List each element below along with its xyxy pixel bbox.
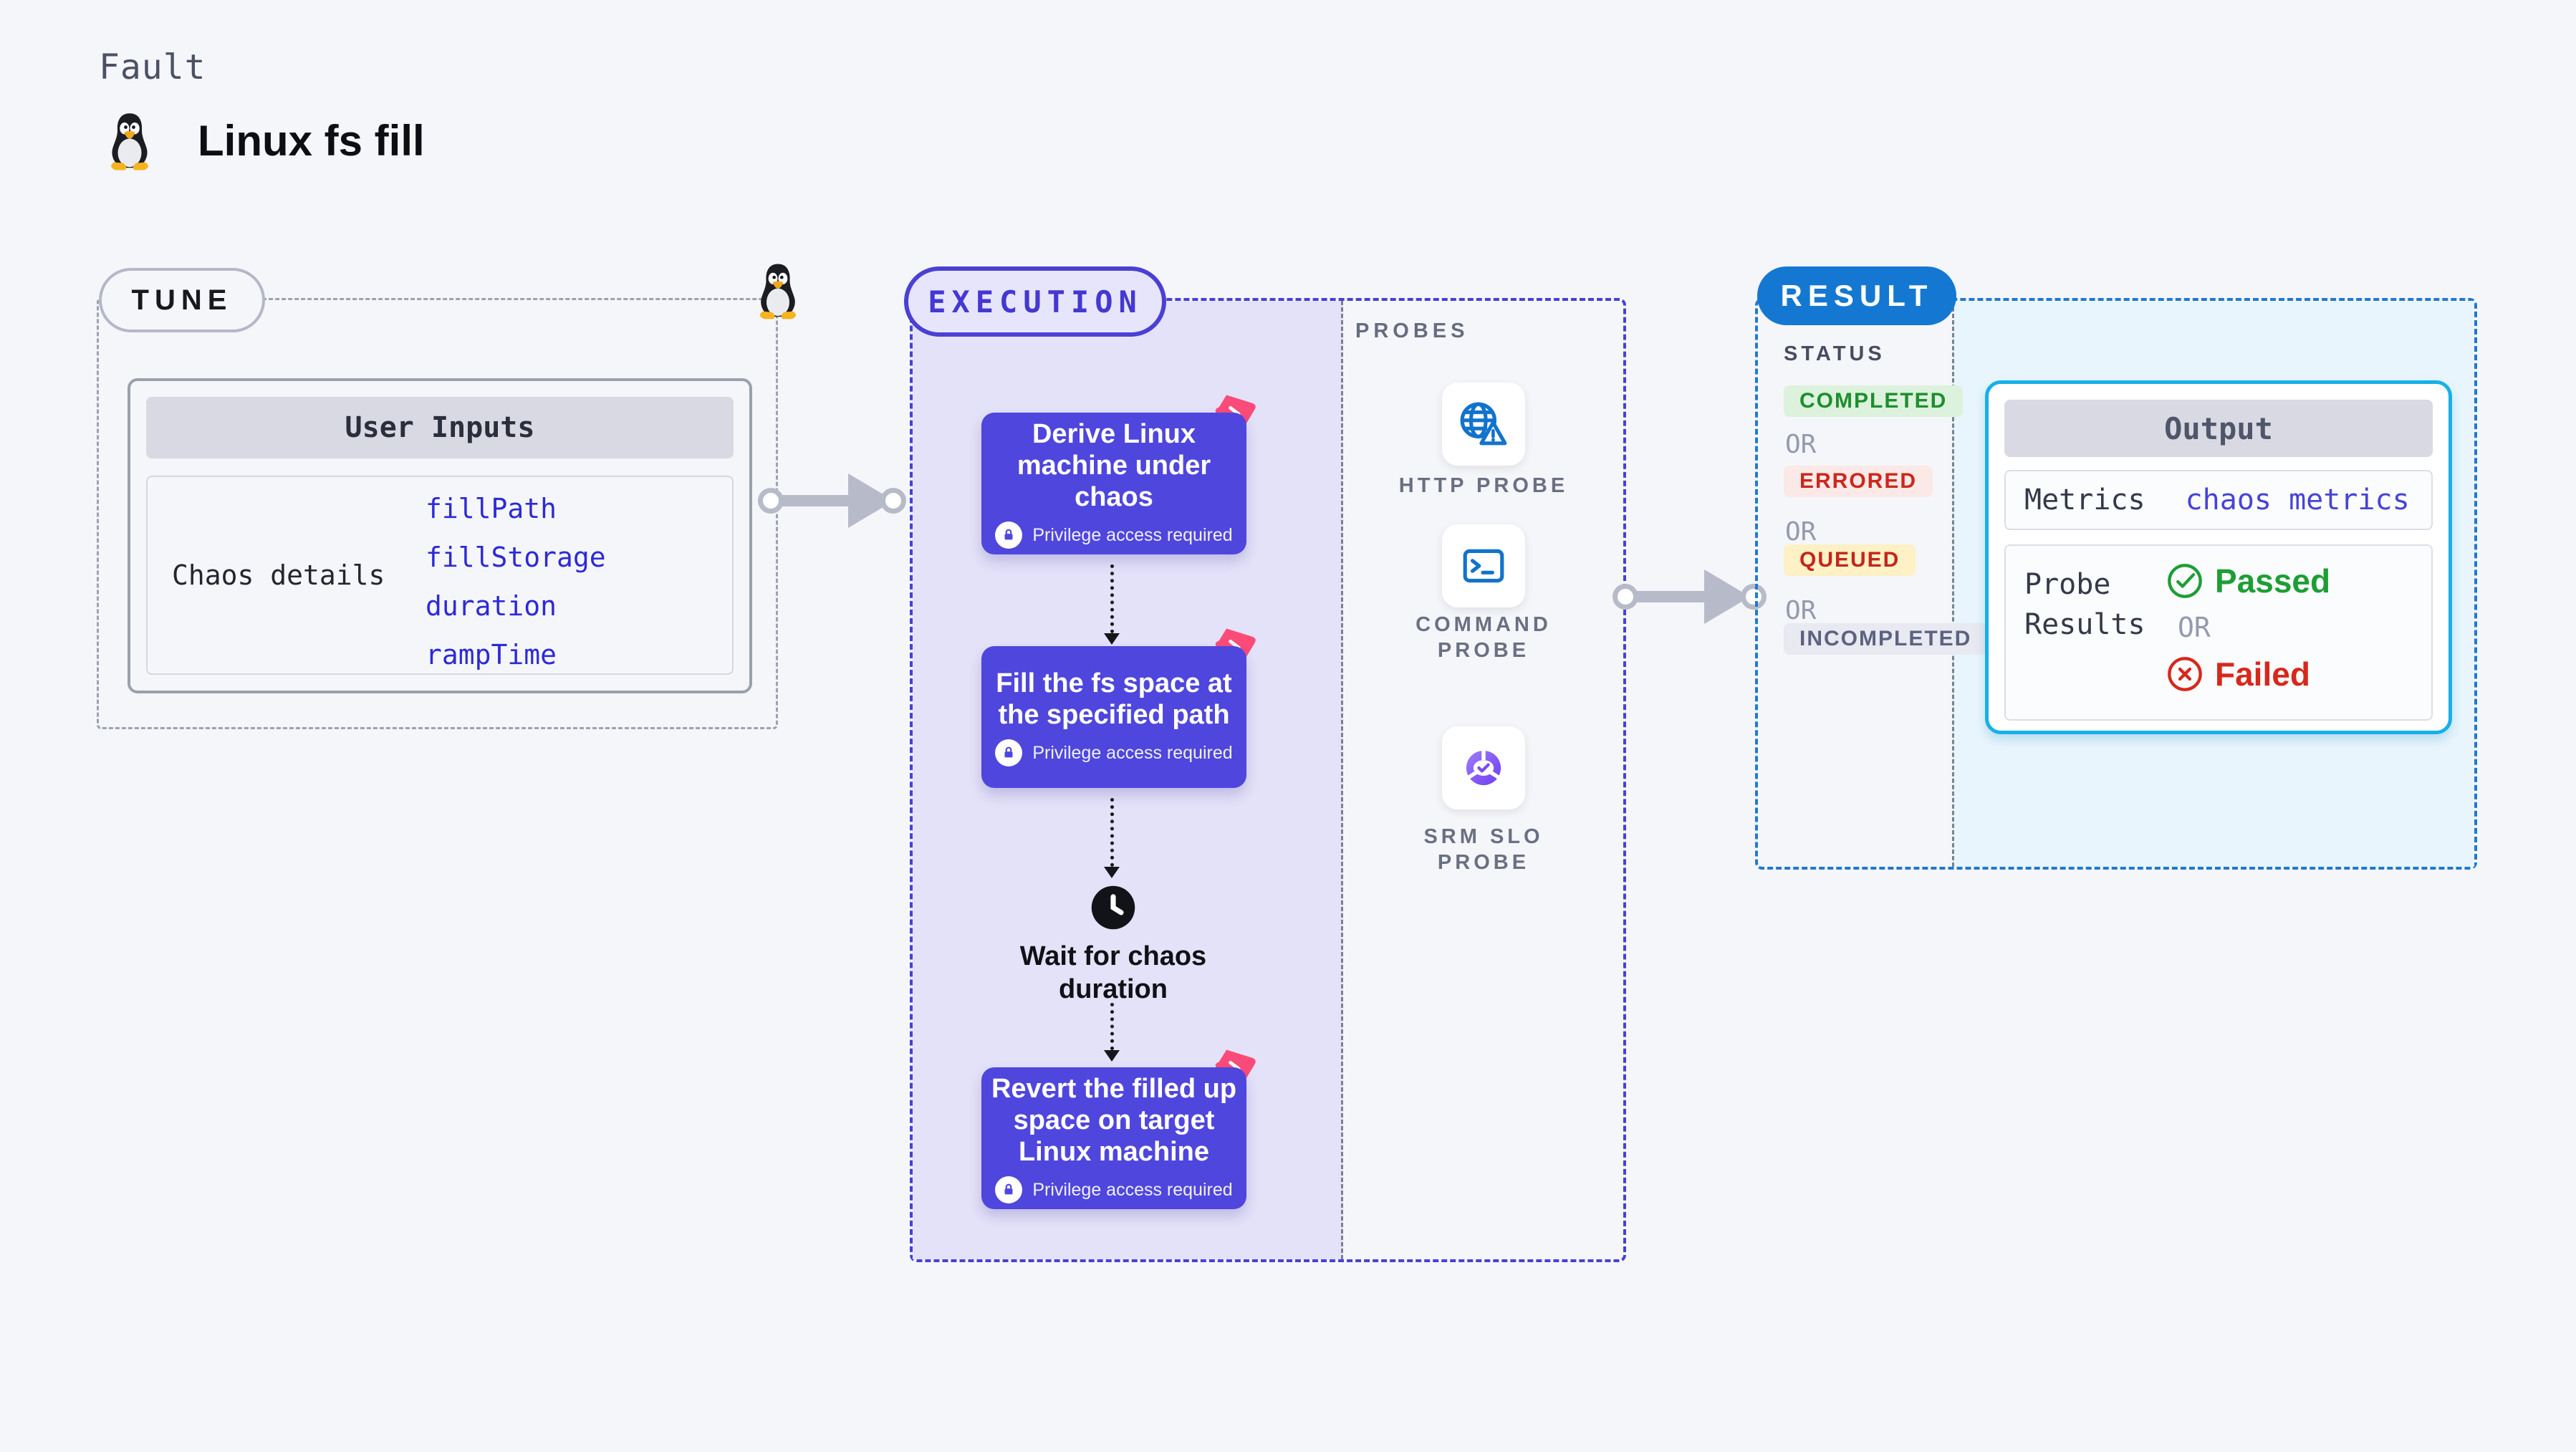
execution-badge: EXECUTION: [904, 266, 1166, 337]
command-probe-card: [1442, 524, 1525, 607]
privilege-row: Privilege access required: [995, 739, 1233, 766]
status-badge-queued: QUEUED: [1784, 544, 1916, 576]
tune-section-box: [97, 298, 778, 729]
status-badge-completed: COMPLETED: [1784, 385, 1964, 417]
or-separator: OR: [2178, 612, 2211, 643]
check-circle-icon: [2168, 564, 2202, 598]
http-probe-label: HTTP PROBE: [1398, 474, 1569, 497]
step-title: Derive Linux machine under chaos: [1017, 419, 1211, 512]
privilege-label: Privilege access required: [1032, 524, 1233, 545]
http-probe-card: [1442, 383, 1525, 466]
execution-step-card: Derive Linux machine under chaos Privile…: [981, 413, 1246, 554]
or-separator: OR: [1785, 517, 1817, 547]
status-badge-incompleted: INCOMPLETED: [1784, 623, 1988, 655]
x-circle-icon: [2168, 657, 2202, 691]
lock-icon: [995, 1176, 1023, 1203]
srm-slo-probe-card: [1442, 726, 1525, 809]
param-fillpath: fillPath: [426, 493, 557, 524]
terminal-icon: [1463, 549, 1504, 583]
tux-penguin-icon-small: [759, 264, 797, 319]
chaos-details-label: Chaos details: [172, 559, 385, 591]
failed-label: Failed: [2215, 655, 2310, 693]
globe-alert-icon: [1460, 402, 1507, 446]
privilege-row: Privilege access required: [995, 521, 1233, 549]
step-title: Fill the fs space at the specified path: [996, 668, 1232, 730]
slo-donut-icon: [1466, 749, 1501, 786]
param-duration: duration: [426, 590, 557, 622]
metrics-row: Metrics chaos metrics: [2004, 470, 2433, 530]
srm-slo-probe-label: SRM SLO PROBE: [1423, 825, 1544, 874]
page-title: Linux fs fill: [198, 117, 425, 165]
failed-verdict: Failed: [2166, 655, 2330, 693]
passed-label: Passed: [2215, 562, 2331, 600]
passed-verdict: Passed: [2166, 562, 2330, 600]
user-inputs-header: User Inputs: [146, 397, 734, 458]
tune-badge: TUNE: [99, 268, 265, 332]
clock-icon: [1090, 884, 1137, 931]
execution-step-card: Revert the filled up space on target Lin…: [981, 1067, 1246, 1209]
metrics-label: Metrics: [2024, 484, 2145, 516]
status-heading: STATUS: [1784, 342, 1885, 365]
command-probe-label: COMMAND PROBE: [1416, 613, 1552, 662]
execution-to-result-arrow: [1613, 569, 1767, 625]
tune-to-execution-arrow: [758, 473, 908, 529]
metrics-value-link: chaos metrics: [2185, 484, 2410, 516]
execution-step-card: Fill the fs space at the specified path …: [981, 646, 1246, 788]
param-fillstorage: fillStorage: [426, 542, 606, 573]
lock-icon: [995, 521, 1023, 549]
step-title: Revert the filled up space on target Lin…: [991, 1074, 1237, 1167]
privilege-row: Privilege access required: [995, 1176, 1233, 1203]
privilege-label: Privilege access required: [1032, 1179, 1233, 1200]
probe-results-label: Probe Results: [2024, 568, 2145, 641]
status-badge-errored: ERRORED: [1784, 466, 1933, 497]
wait-node-label: Wait for chaos duration: [1019, 941, 1207, 1004]
privilege-label: Privilege access required: [1032, 742, 1233, 763]
param-ramptime: rampTime: [426, 639, 557, 670]
lock-icon: [995, 739, 1023, 766]
output-card: Output Metrics chaos metrics Probe Resul…: [1985, 380, 2452, 734]
probe-results-row: Probe Results Passed OR Failed: [2004, 544, 2433, 721]
probe-verdicts: Passed OR Failed: [2166, 562, 2330, 693]
or-separator: OR: [1785, 430, 1817, 459]
probes-heading: PROBES: [1355, 319, 1469, 342]
tux-penguin-icon: [111, 113, 148, 170]
user-inputs-table: Chaos details fillPath fillStorage durat…: [146, 476, 734, 675]
or-separator: OR: [1785, 596, 1817, 625]
fault-kicker: Fault: [99, 47, 206, 87]
result-badge: RESULT: [1757, 266, 1956, 325]
chaos-params-list: fillPath fillStorage duration rampTime: [426, 493, 606, 670]
user-inputs-card: User Inputs Chaos details fillPath fillS…: [128, 378, 752, 693]
output-header: Output: [2004, 400, 2433, 457]
